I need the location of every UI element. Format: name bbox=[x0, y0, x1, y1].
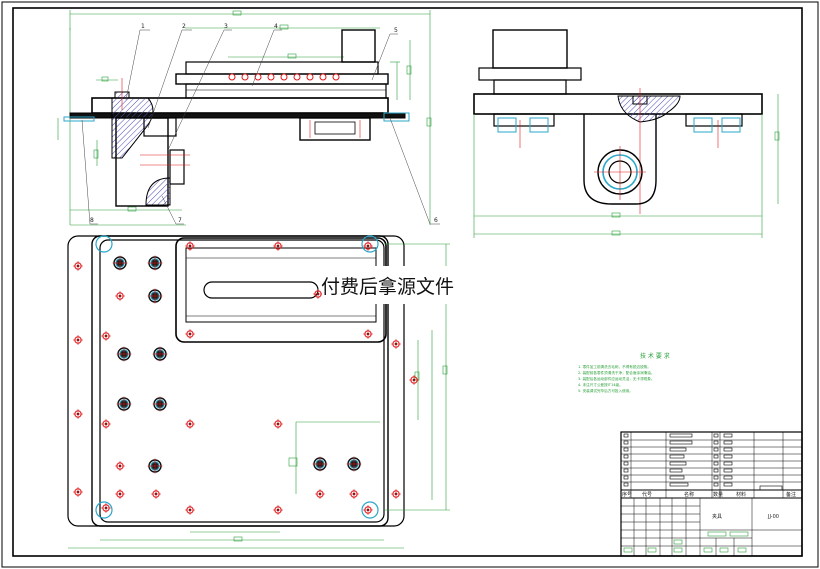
side-view bbox=[473, 29, 780, 238]
tech-req-line-4: 4. 未注尺寸公差按IT14级。 bbox=[578, 382, 623, 387]
technical-requirements: 技 术 要 求 1. 零件加工前清洗去毛刺，不得有锐边锐角。 2. 装配前各零件… bbox=[578, 352, 670, 393]
tb-header-name: 名称 bbox=[684, 491, 694, 498]
tb-header-note: 备注 bbox=[786, 491, 796, 498]
front-view: 1 2 3 4 5 6 7 8 bbox=[57, 10, 440, 226]
slot-hole-row bbox=[228, 73, 340, 81]
callout-4: 4 bbox=[274, 23, 278, 30]
tb-header-code: 代号 bbox=[642, 491, 652, 498]
sheet-inner-border bbox=[12, 7, 803, 557]
callout-2: 2 bbox=[182, 23, 186, 30]
watermark-label: 付费后拿源文件 bbox=[321, 266, 454, 304]
callout-1: 1 bbox=[141, 23, 145, 30]
title-block: 序号 代号 名称 数量 材料 备注 夹具 JJ-00 bbox=[620, 431, 803, 557]
tb-header-seq: 序号 bbox=[622, 491, 632, 498]
tech-req-line-1: 1. 零件加工前清洗去毛刺，不得有锐边锐角。 bbox=[578, 364, 651, 369]
callout-6: 6 bbox=[434, 217, 438, 224]
tech-req-line-3: 3. 装配后各运动部件应运动灵活，无卡滞现象。 bbox=[578, 376, 654, 381]
tb-header-material: 材料 bbox=[736, 491, 746, 498]
tech-req-line-2: 2. 装配前各零件须清洗干净，配合面涂润滑油。 bbox=[578, 370, 654, 375]
tb-drawing-number: JJ-00 bbox=[767, 514, 779, 520]
tb-drawing-name: 夹具 bbox=[712, 513, 722, 520]
tb-header-qty: 数量 bbox=[713, 491, 723, 498]
tech-req-title: 技 术 要 求 bbox=[640, 352, 670, 360]
plan-view bbox=[67, 235, 450, 549]
callout-5: 5 bbox=[394, 27, 398, 34]
callout-7: 7 bbox=[178, 217, 182, 224]
callout-8: 8 bbox=[90, 217, 94, 224]
tech-req-line-5: 5. 安装调试完毕后方可投入使用。 bbox=[578, 388, 633, 393]
callout-3: 3 bbox=[224, 23, 228, 30]
leader-lines bbox=[81, 29, 440, 225]
